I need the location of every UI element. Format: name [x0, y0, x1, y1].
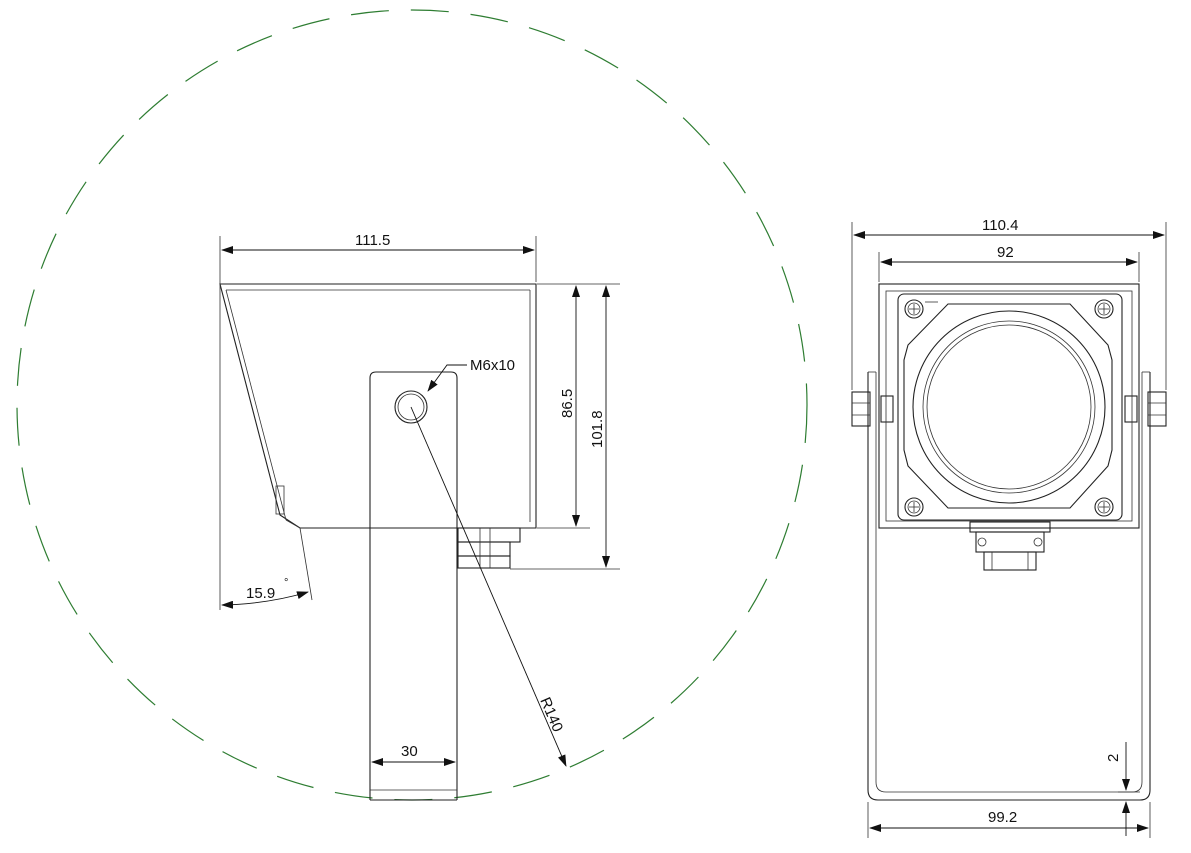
lens	[903, 303, 1113, 509]
screw-bottom-right	[1094, 497, 1114, 517]
bracket-thickness-label: 2	[1105, 754, 1122, 762]
screw-top-left	[904, 299, 938, 319]
bolt-label: M6x10	[470, 357, 515, 374]
bolt-hole	[394, 390, 428, 424]
front-overall-width-label: 110.4	[982, 217, 1018, 234]
screw-bottom-left	[904, 497, 924, 517]
screw-top-right	[1094, 299, 1114, 319]
tilt-angle-label: 15.9	[246, 585, 275, 602]
u-bracket	[867, 371, 1151, 801]
tilt-angle-unit: °	[284, 577, 288, 589]
connector-side	[457, 527, 521, 569]
front-bracket-width-label: 99.2	[988, 809, 1017, 826]
bracket-arm	[369, 371, 458, 801]
housing-height-label: 86.5	[559, 389, 576, 418]
connector-front	[969, 521, 1051, 571]
housing-front	[878, 283, 1140, 529]
side-width-label: 111.5	[355, 232, 390, 249]
side-bracket-width-label: 30	[401, 743, 418, 760]
swing-radius-circle	[16, 9, 808, 801]
total-height-label: 101.8	[589, 410, 606, 448]
side-view: M6x10 R140 111.5 86.5 101.8 15.9 ° 30	[16, 9, 808, 801]
housing-side	[219, 283, 537, 529]
right-nut	[1124, 391, 1167, 427]
radius-label: R140	[536, 695, 566, 735]
front-housing-width-label: 92	[997, 244, 1014, 261]
front-view: 110.4 92 99.2 2	[851, 217, 1167, 838]
left-nut	[851, 391, 894, 427]
